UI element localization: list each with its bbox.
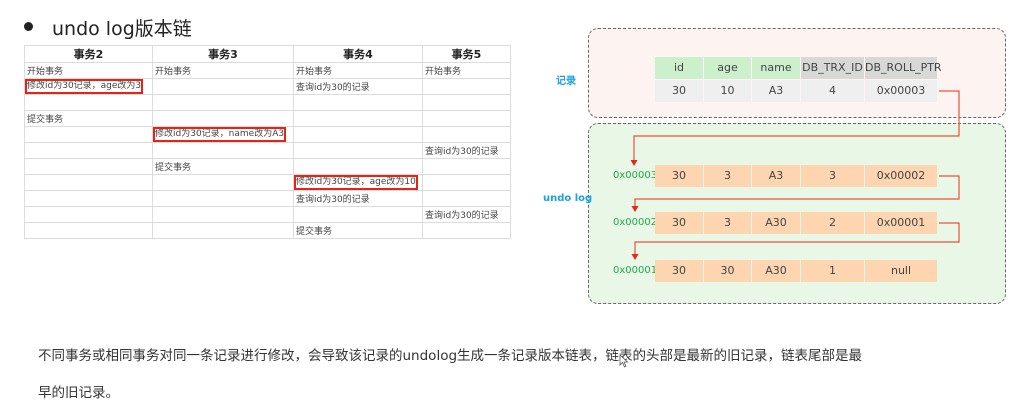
undo-value-cell: 3 xyxy=(704,212,751,234)
table-row xyxy=(24,94,511,111)
undo-value-cell: A30 xyxy=(752,260,800,282)
highlighted-operation: 修改id为30记录，name改为A3 xyxy=(153,127,287,142)
undo-value-cell: A3 xyxy=(752,165,800,187)
undo-value-cell: 0x00002 xyxy=(865,165,937,187)
undo-value-cell: 3 xyxy=(704,165,751,187)
undo-value-cell: 1 xyxy=(801,260,864,282)
record-label: 记录 xyxy=(556,76,576,87)
undo-value-cell: 30 xyxy=(655,260,703,282)
table-cell xyxy=(422,222,511,239)
highlighted-operation: 修改id为30记录，age改为10 xyxy=(294,175,418,190)
highlighted-operation: 修改id为30记录，age改为3 xyxy=(25,79,144,94)
record-value-cell: 0x00003 xyxy=(865,80,937,102)
table-row: 开始事务开始事务开始事务开始事务 xyxy=(24,62,511,79)
column-header: 事务3 xyxy=(152,45,294,63)
column-header: 事务5 xyxy=(422,45,511,63)
undo-address-label: 0x00003 xyxy=(613,170,658,181)
pointer-arrow-record-to-0x00003 xyxy=(633,90,960,164)
undo-address-label: 0x00001 xyxy=(613,265,658,276)
table-row: 提交事务 xyxy=(24,222,511,239)
record-column-header: name xyxy=(752,57,800,79)
undo-address-label: 0x00002 xyxy=(613,217,658,228)
arrow-head-icon xyxy=(631,206,639,212)
table-cell: 修改id为30记录，age改为3 xyxy=(24,78,153,95)
undo-value-cell: A30 xyxy=(752,212,800,234)
pointer-arrow-0x00003-to-0x00002 xyxy=(634,175,960,211)
arrow-head-icon xyxy=(630,160,638,166)
undo-value-cell: 30 xyxy=(655,212,703,234)
table-row: 提交事务 xyxy=(24,110,511,127)
undo-value-cell: 3 xyxy=(801,165,864,187)
record-column-header: DB_TRX_ID xyxy=(801,57,864,79)
table-cell: 查询id为30的记录 xyxy=(422,206,511,223)
record-value-cell: 4 xyxy=(801,80,864,102)
undo-log-label: undo log xyxy=(543,193,593,204)
record-column-header: DB_ROLL_PTR xyxy=(865,57,942,79)
undo-value-cell: 30 xyxy=(704,260,751,282)
record-value-cell: 10 xyxy=(704,80,751,102)
undo-value-cell: 2 xyxy=(801,212,864,234)
page-title: undo log版本链 xyxy=(52,18,192,40)
transaction-table: 事务2 事务3 事务4 事务5 开始事务开始事务开始事务开始事务修改id为30记… xyxy=(24,45,511,239)
column-header: 事务2 xyxy=(24,45,153,63)
description-line-2: 早的旧记录。 xyxy=(38,385,119,401)
undo-value-cell: null xyxy=(865,260,937,282)
undo-value-cell: 30 xyxy=(655,165,703,187)
table-cell: 修改id为30记录，age改为10 xyxy=(293,174,423,191)
bullet-dot xyxy=(24,22,33,31)
undo-value-cell: 0x00001 xyxy=(865,212,937,234)
mouse-cursor-icon xyxy=(619,354,629,368)
record-value-cell: 30 xyxy=(655,80,703,102)
arrow-head-icon xyxy=(631,254,639,260)
record-column-header: id xyxy=(655,57,703,79)
record-column-header: age xyxy=(704,57,751,79)
description-line-1: 不同事务或相同事务对同一条记录进行修改，会导致该记录的undolog生成一条记录… xyxy=(38,348,863,364)
record-value-cell: A3 xyxy=(752,80,800,102)
table-header-row: 事务2 事务3 事务4 事务5 xyxy=(24,45,511,63)
pointer-arrow-0x00002-to-0x00001 xyxy=(634,222,960,259)
table-row: 修改id为30记录，name改为A3 xyxy=(24,126,511,143)
table-cell: 修改id为30记录，name改为A3 xyxy=(152,126,294,143)
